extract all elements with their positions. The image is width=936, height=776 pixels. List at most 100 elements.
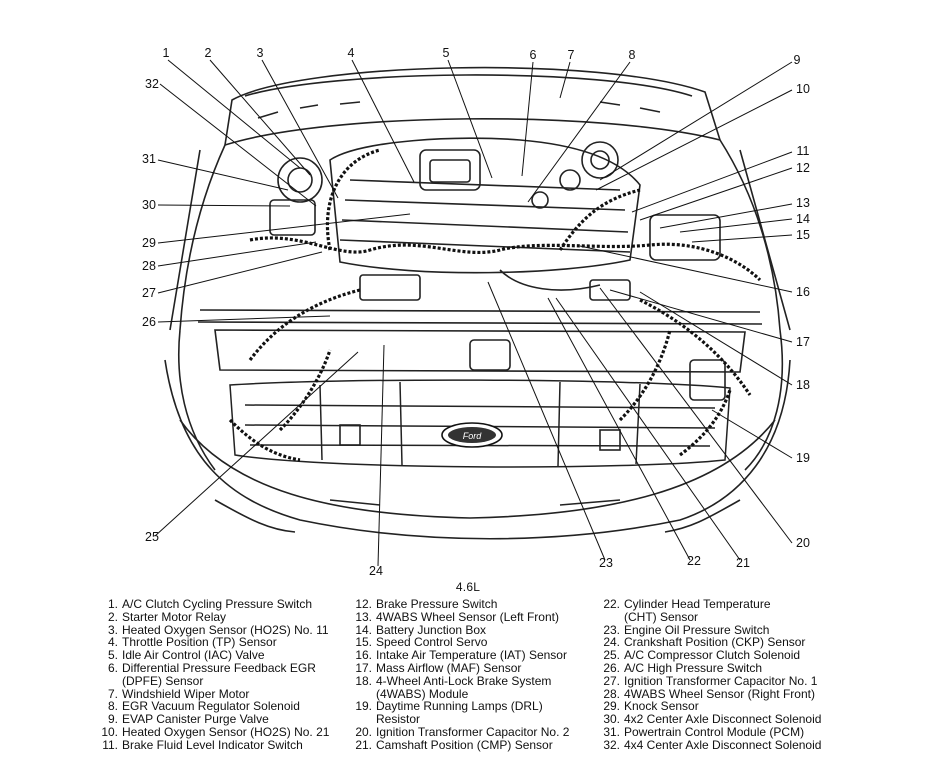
callout-9: 9 [794,53,801,67]
legend-item-label: EVAP Canister Purge Valve [122,712,269,727]
legend-item: 31.Powertrain Control Module (PCM) [598,726,821,739]
front-bumper [164,359,791,540]
legend-item-label: Speed Control Servo [376,635,488,650]
callout-20: 20 [796,536,810,550]
callout-17: 17 [796,335,810,349]
legend-item-label: Engine Oil Pressure Switch [624,622,770,637]
callout-25: 25 [145,530,159,544]
legend-item-label: Daytime Running Lamps (DRL) [376,699,543,714]
legend-item-label: Idle Air Control (IAC) Valve [122,648,265,663]
legend-item: 6. Differential Pressure Feedback EGR [96,662,329,675]
legend-item-number: 22. [603,597,620,611]
legend-item-number: 14. [355,622,372,637]
callout-12: 12 [796,161,810,175]
legend-item-number: 6. [107,660,118,675]
legend-item-label: Starter Motor Relay [122,609,227,624]
legend-item-label: Brake Pressure Switch [376,597,498,611]
legend-item-number: 15. [355,635,372,650]
legend-item-number: 28. [603,686,620,701]
ford-emblem: Ford [441,422,503,448]
legend-item: 27.Ignition Transformer Capacitor No. 1 [598,674,821,688]
radiator-support [197,309,763,373]
legend-item-number: 12. [355,597,372,611]
wiring-harness [228,148,762,462]
callout-32: 32 [145,77,159,91]
legend-item-label: (4WABS) Module [376,686,469,701]
legend-item-number: 25. [603,648,620,663]
callout-30: 30 [142,198,156,212]
callout-24: 24 [369,564,383,578]
legend-item-label: Ignition Transformer Capacitor No. 2 [376,724,570,739]
legend-item-label: 4-Wheel Anti-Lock Brake System [376,673,552,688]
callout-4: 4 [348,46,355,60]
legend-item-number: 2. [107,609,118,624]
callout-29: 29 [142,236,156,250]
legend-item: 24. Crankshaft Position (CKP) Sensor [598,636,821,649]
legend-item-number: 24. [603,635,620,650]
legend-item-label: Battery Junction Box [376,622,487,637]
engine-assembly [269,137,726,451]
legend-item: 12. Brake Pressure Switch [350,598,569,611]
legend-item-number: 30. [603,712,620,727]
callout-27: 27 [142,286,156,300]
callout-8: 8 [629,48,636,62]
callout-13: 13 [796,196,810,210]
legend-item-label: Heated Oxygen Sensor (HO2S) No. 21 [122,724,330,739]
legend-item-label: Crankshaft Position (CKP) Sensor [624,635,806,650]
legend-item-number: 17. [355,660,372,675]
legend-item-label: 4WABS Wheel Sensor (Left Front) [376,609,559,624]
legend-item-label: Windshield Wiper Motor [122,686,250,701]
legend-item: 13. 4WABS Wheel Sensor (Left Front) [350,609,569,624]
legend-item: 26.A/C High Pressure Switch [598,662,821,675]
legend-item-label: 4x2 Center Axle Disconnect Solenoid [624,712,822,727]
legend-item-label: A/C High Pressure Switch [624,660,763,675]
callout-5: 5 [443,46,450,60]
callout-3: 3 [257,46,264,60]
legend-item: 32.4x4 Center Axle Disconnect Solenoid [598,737,822,752]
legend-item-number: 21. [355,737,372,752]
engine-bay-diagram: Ford [142,46,810,578]
legend-item-label: Differential Pressure Feedback EGR [122,660,316,675]
legend-item: 2. Starter Motor Relay [96,609,329,624]
legend-column-1: 1. A/C Clutch Cycling Pressure Switch 2. St… [96,598,329,752]
callout-21: 21 [736,556,750,570]
legend-item: 9. EVAP Canister Purge Valve [96,713,329,726]
legend-item: 10.Heated Oxygen Sensor (HO2S) No. 21 [96,726,329,739]
legend-item: 11. Brake Fluid Level Indicator Switch [96,737,329,752]
legend-item-label: 4x4 Center Axle Disconnect Solenoid [624,737,822,752]
legend-item: 1. A/C Clutch Cycling Pressure Switch [96,598,329,611]
legend-item-label: A/C Compressor Clutch Solenoid [624,648,801,663]
legend-item-continuation: (CHT) Sensor [598,609,821,624]
legend-item-number: 23. [603,622,620,637]
legend-item-number: 11. [102,737,118,752]
legend-column-3: 22.Cylinder Head Temperature(CHT) Sensor… [598,598,821,752]
callout-numbers: 1 2 3 4 5 6 7 8 9 10 11 12 13 14 15 16 1… [142,46,810,578]
legend-item: 7. Windshield Wiper Motor [96,686,329,701]
legend-item: 28.4WABS Wheel Sensor (Right Front) [598,686,821,701]
legend-item-number: 7. [107,686,118,701]
legend-item-label: Throttle Position (TP) Sensor [122,635,277,650]
legend-item-number: 29. [603,699,620,714]
legend-item-number: 13. [355,609,372,624]
legend-item: 19.Daytime Running Lamps (DRL) [350,700,569,713]
legend-item-number: 18. [355,673,372,688]
legend-item: 29.Knock Sensor [598,700,821,713]
callout-26: 26 [142,315,156,329]
legend-item-label: (CHT) Sensor [624,609,699,624]
legend-item-label: Intake Air Temperature (IAT) Sensor [376,648,567,663]
legend-item: 16. Intake Air Temperature (IAT) Sensor [350,649,569,662]
legend-item: 3.Heated Oxygen Sensor (HO2S) No. 11 [96,623,329,637]
callout-10: 10 [796,82,810,96]
legend-item: 8.EGR Vacuum Regulator Solenoid [96,700,329,713]
callout-2: 2 [205,46,212,60]
legend-item-label: Brake Fluid Level Indicator Switch [122,737,303,752]
legend-item-number: 1. [107,597,118,611]
fender-outline [169,139,791,471]
legend-item-number: 9. [107,712,118,727]
legend-item-label: A/C Clutch Cycling Pressure Switch [122,597,313,611]
legend-item: 15. Speed Control Servo [350,636,569,649]
legend-item-number: 16. [355,648,372,663]
engine-label: 4.6L [455,580,481,594]
legend-item-number: 8. [107,699,118,714]
callout-14: 14 [796,212,810,226]
